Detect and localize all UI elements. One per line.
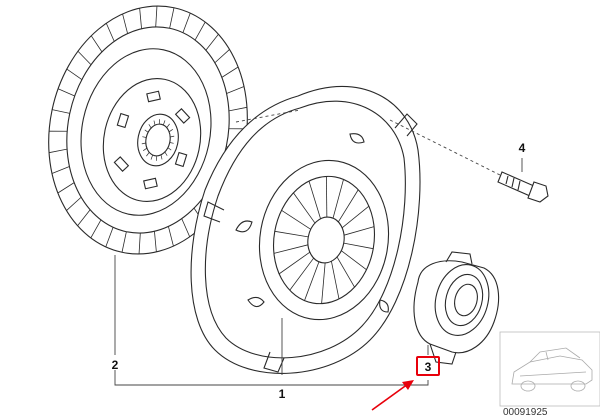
vehicle-thumbnail: 00091925	[499, 331, 600, 418]
highlight-box	[416, 356, 440, 376]
friction-ring-segments	[48, 6, 248, 254]
callout-part-2: 2	[112, 358, 119, 372]
highlight-arrow	[371, 380, 414, 411]
doc-number: 00091925	[503, 407, 548, 418]
car-icon	[511, 347, 593, 392]
hub-splines	[141, 119, 175, 161]
release-bearing	[413, 251, 500, 365]
callout-part-3: 3	[425, 360, 432, 374]
pressure-plate	[190, 86, 421, 374]
bolt	[497, 171, 549, 203]
diaphragm-spring-fingers	[273, 176, 375, 304]
clutch-disc	[48, 5, 248, 255]
callout-part-4: 4	[519, 141, 526, 155]
callout-part-1: 1	[279, 387, 286, 401]
leader-lines	[114, 109, 523, 386]
damper-springs	[113, 90, 191, 190]
